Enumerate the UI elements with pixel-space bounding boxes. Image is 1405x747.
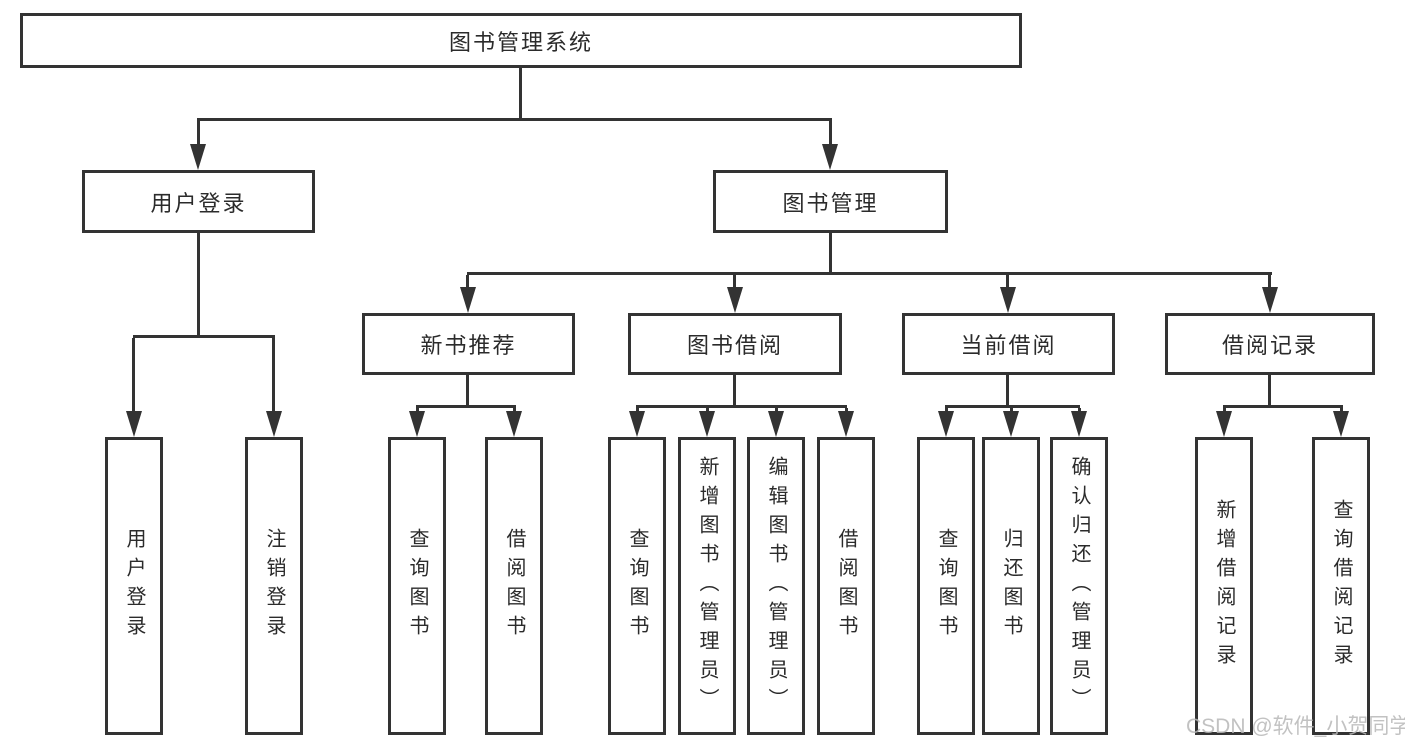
- connector-line: [467, 272, 1272, 275]
- arrow-down-icon: [822, 144, 838, 170]
- connector-line: [416, 405, 516, 408]
- node-leaf-return-books: 归还图书: [982, 437, 1040, 735]
- arrow-down-icon: [506, 411, 522, 437]
- node-leaf-edit-books-admin: 编辑图书（管理员）: [747, 437, 805, 735]
- node-leaf-confirm-return-admin: 确认归还（管理员）: [1050, 437, 1108, 735]
- node-user-login: 用户登录: [82, 170, 315, 233]
- node-label: 查询图书: [406, 528, 428, 644]
- node-label: 用户登录: [123, 528, 145, 644]
- node-label: 查询图书: [626, 528, 648, 644]
- node-leaf-query-borrow-record: 查询借阅记录: [1312, 437, 1370, 735]
- connector-line: [733, 375, 736, 408]
- arrow-down-icon: [266, 411, 282, 437]
- node-label: 确认归还（管理员）: [1068, 455, 1090, 717]
- node-leaf-borrow-query-books: 查询图书: [608, 437, 666, 735]
- arrow-down-icon: [1003, 411, 1019, 437]
- arrow-down-icon: [938, 411, 954, 437]
- node-leaf-add-borrow-record: 新增借阅记录: [1195, 437, 1253, 735]
- node-book-borrowing: 图书借阅: [628, 313, 842, 375]
- connector-line: [636, 405, 847, 408]
- node-borrow-records: 借阅记录: [1165, 313, 1375, 375]
- node-new-book-recommend: 新书推荐: [362, 313, 575, 375]
- node-leaf-user-login: 用户登录: [105, 437, 163, 735]
- arrow-down-icon: [727, 287, 743, 313]
- arrow-down-icon: [409, 411, 425, 437]
- node-label: 图书借阅: [686, 333, 783, 358]
- node-leaf-add-books-admin: 新增图书（管理员）: [678, 437, 736, 735]
- connector-line: [1268, 275, 1271, 289]
- arrow-down-icon: [1000, 287, 1016, 313]
- node-leaf-borrow-books: 借阅图书: [817, 437, 875, 735]
- node-label: 借阅图书: [503, 528, 525, 644]
- connector-line: [1223, 405, 1343, 408]
- node-label: 新增图书（管理员）: [696, 455, 718, 717]
- connector-line: [132, 338, 135, 414]
- node-leaf-logout: 注销登录: [245, 437, 303, 735]
- connector-line: [272, 338, 275, 414]
- connector-line: [1006, 375, 1009, 408]
- connector-line: [466, 275, 469, 289]
- node-label: 查询图书: [935, 528, 957, 644]
- connector-line: [197, 233, 200, 338]
- node-label: 用户登录: [150, 190, 247, 216]
- arrow-down-icon: [699, 411, 715, 437]
- connector-line: [733, 275, 736, 289]
- connector-line: [133, 335, 275, 338]
- node-label: 编辑图书（管理员）: [765, 455, 787, 717]
- arrow-down-icon: [1216, 411, 1232, 437]
- node-book-management: 图书管理: [713, 170, 948, 233]
- connector-line: [1006, 275, 1009, 289]
- arrow-down-icon: [126, 411, 142, 437]
- node-label: 注销登录: [263, 528, 285, 644]
- node-leaf-current-query-books: 查询图书: [917, 437, 975, 735]
- node-label: 借阅图书: [835, 528, 857, 644]
- node-label: 当前借阅: [960, 333, 1057, 358]
- arrow-down-icon: [460, 287, 476, 313]
- node-label: 新增借阅记录: [1213, 499, 1235, 673]
- arrow-down-icon: [768, 411, 784, 437]
- node-label: 查询借阅记录: [1330, 499, 1352, 673]
- node-label: 新书推荐: [420, 333, 517, 358]
- arrow-down-icon: [838, 411, 854, 437]
- connector-line: [829, 233, 832, 275]
- node-label: 图书管理系统: [448, 29, 593, 55]
- arrow-down-icon: [190, 144, 206, 170]
- arrow-down-icon: [629, 411, 645, 437]
- node-current-borrowing: 当前借阅: [902, 313, 1115, 375]
- node-label: 借阅记录: [1221, 333, 1318, 358]
- node-label: 图书管理: [782, 190, 879, 216]
- arrow-down-icon: [1333, 411, 1349, 437]
- node-leaf-rec-query-books: 查询图书: [388, 437, 446, 735]
- csdn-watermark: CSDN @软件_小贺同学: [1186, 715, 1405, 738]
- connector-line: [197, 121, 200, 148]
- node-label: 归还图书: [1000, 528, 1022, 644]
- node-library-system: 图书管理系统: [20, 13, 1022, 68]
- connector-line: [197, 118, 832, 121]
- arrow-down-icon: [1262, 287, 1278, 313]
- connector-line: [945, 405, 1080, 408]
- connector-line: [466, 375, 469, 408]
- connector-line: [1268, 375, 1271, 408]
- connector-line: [829, 121, 832, 148]
- node-leaf-rec-borrow-books: 借阅图书: [485, 437, 543, 735]
- connector-line: [519, 68, 522, 121]
- arrow-down-icon: [1071, 411, 1087, 437]
